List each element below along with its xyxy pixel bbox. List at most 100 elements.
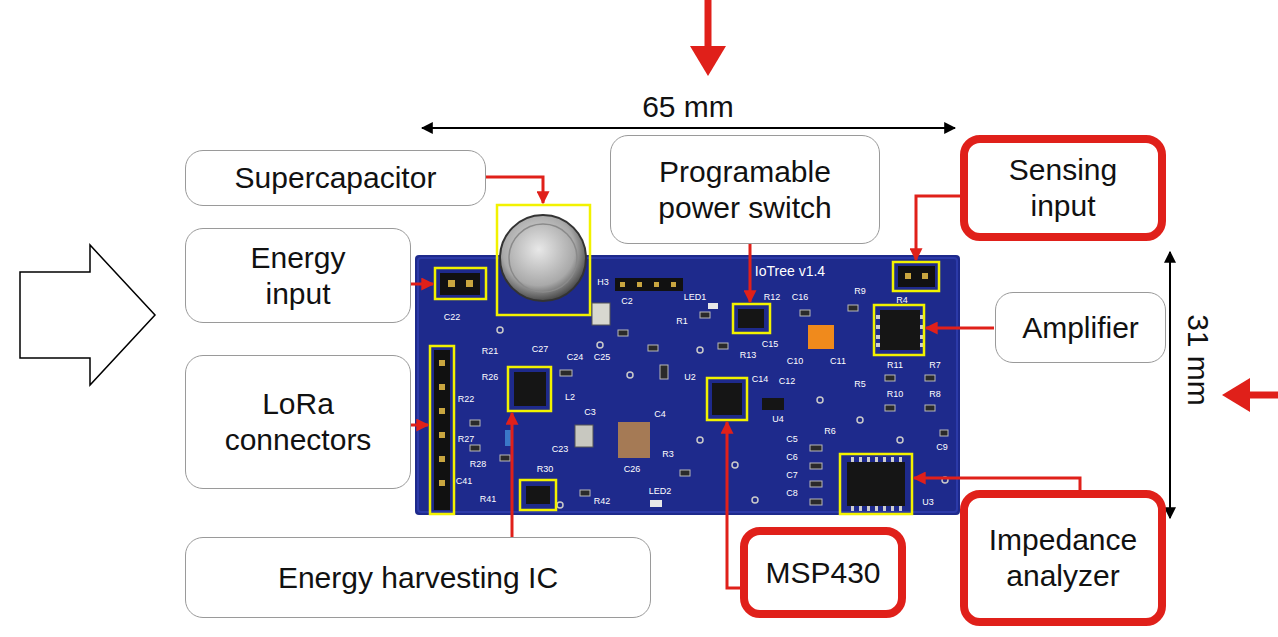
silkscreen-designator: R5 [854, 380, 866, 390]
silkscreen-designator: R12 [764, 293, 781, 303]
label-text: Energy input [223, 240, 373, 312]
ic-legs [851, 457, 902, 511]
silkscreen-designator: C4 [654, 410, 666, 420]
silkscreen-designator: C27 [532, 345, 549, 355]
highlighted-label-box: Impedance analyzer [960, 490, 1166, 626]
smd-part [592, 303, 610, 325]
ic-chip [514, 372, 546, 406]
silkscreen-designator: LED1 [684, 293, 707, 303]
ic-chip [712, 383, 742, 415]
red-arrow-head [1222, 378, 1250, 412]
silkscreen-designator: C11 [830, 357, 846, 367]
label-text: LoRa connectors [198, 386, 398, 458]
dimension-line [422, 127, 955, 129]
silkscreen-designator: L2 [565, 393, 575, 403]
label-box: Programable power switch [610, 135, 880, 244]
silkscreen-designator: R41 [480, 495, 497, 505]
ic-chip [738, 309, 764, 328]
silkscreen-designator: U3 [922, 498, 934, 508]
ic-chip [880, 310, 920, 350]
led [708, 303, 718, 309]
silkscreen-designator: C3 [584, 408, 596, 418]
silkscreen-designator: R30 [537, 465, 554, 475]
silkscreen-designator: C9 [936, 443, 948, 453]
pin-header [434, 350, 450, 510]
silkscreen-designator: U2 [684, 373, 696, 383]
ic-chip [762, 398, 784, 410]
pcb-edge [418, 258, 957, 512]
silkscreen-designator: R9 [854, 287, 866, 297]
silkscreen-designator: C2 [621, 297, 633, 307]
label-box: Amplifier [995, 292, 1166, 363]
hollow-arrow [20, 245, 155, 385]
silkscreen-designator: C5 [786, 435, 798, 445]
silkscreen-designator: R13 [740, 351, 757, 361]
silkscreen-designator: H3 [597, 278, 609, 288]
silkscreen-designator: C8 [786, 489, 798, 499]
silkscreen-designator: C12 [779, 377, 796, 387]
label-text: Energy harvesting IC [278, 560, 558, 596]
board-name: IoTree v1.4 [755, 264, 825, 279]
ic-chip [526, 486, 550, 504]
supercapacitor-coin [500, 215, 586, 301]
inductor [575, 425, 593, 447]
label-box: LoRa connectors [185, 355, 411, 489]
silkscreen-designator: R27 [458, 435, 475, 445]
silkscreen-designator: LED2 [649, 487, 672, 497]
silkscreen-designator: R1 [676, 317, 688, 327]
silkscreen-designator: C7 [786, 471, 798, 481]
label-text: Amplifier [1022, 310, 1139, 346]
silkscreen-designator: R10 [887, 390, 904, 400]
pin-header [615, 278, 683, 291]
ic-chip [847, 462, 905, 506]
dimension-label: 31 mm [1182, 314, 1215, 406]
label-box: Energy harvesting IC [185, 537, 651, 618]
silkscreen-designator: C41 [456, 477, 473, 487]
highlight-box [430, 205, 939, 514]
silkscreen-designator: C23 [552, 445, 569, 455]
red-arrow-head [690, 46, 726, 76]
dimension-label: 65 mm [642, 90, 734, 123]
dimension-line [1169, 252, 1171, 518]
label-text: Supercapacitor [235, 160, 437, 196]
supercapacitor-rim [509, 224, 577, 292]
label-box: Energy input [185, 228, 411, 323]
label-text: Impedance analyzer [978, 522, 1148, 594]
silkscreen-designator: R28 [470, 460, 487, 470]
silkscreen-designator: C22 [444, 313, 461, 323]
silkscreen-designator: C25 [594, 353, 611, 363]
silkscreen-designator: C24 [567, 353, 584, 363]
silkscreen-designator: C16 [792, 293, 809, 303]
silkscreen-designator: R26 [482, 373, 499, 383]
red-arrow [705, 0, 712, 48]
pin-header [898, 266, 935, 287]
silkscreen-designator: U4 [772, 415, 784, 425]
silkscreen-designator: C15 [762, 340, 779, 350]
led [650, 500, 662, 507]
silkscreen-designator: C10 [787, 357, 804, 367]
label-box: Supercapacitor [185, 150, 486, 206]
pin-header [440, 273, 480, 295]
silkscreen-designator: R22 [458, 395, 475, 405]
silkscreen-designator: C6 [786, 453, 798, 463]
label-text: MSP430 [765, 555, 880, 591]
smd-passives [470, 305, 948, 505]
silkscreen-designator: R21 [482, 347, 499, 357]
silkscreen-designator: R11 [887, 361, 903, 371]
highlighted-label-box: Sensing input [960, 135, 1166, 241]
label-text: Programable power switch [621, 154, 869, 226]
silkscreen-designator: R42 [594, 497, 611, 507]
silkscreen-designator: R4 [896, 296, 908, 306]
silkscreen-designator: C14 [752, 375, 769, 385]
tantalum-capacitor [808, 325, 834, 349]
silkscreen-designator: R3 [662, 450, 674, 460]
highlighted-label-box: MSP430 [740, 527, 906, 618]
silkscreen-designator: R7 [929, 361, 941, 371]
label-text: Sensing input [988, 152, 1138, 224]
silkscreen-designator: R8 [929, 390, 941, 400]
red-arrow [1248, 392, 1278, 399]
silkscreen-designator: R6 [824, 427, 836, 437]
ic-legs [876, 315, 924, 347]
silkscreen-designator: C26 [624, 465, 641, 475]
ceramic-capacitor [618, 422, 650, 458]
